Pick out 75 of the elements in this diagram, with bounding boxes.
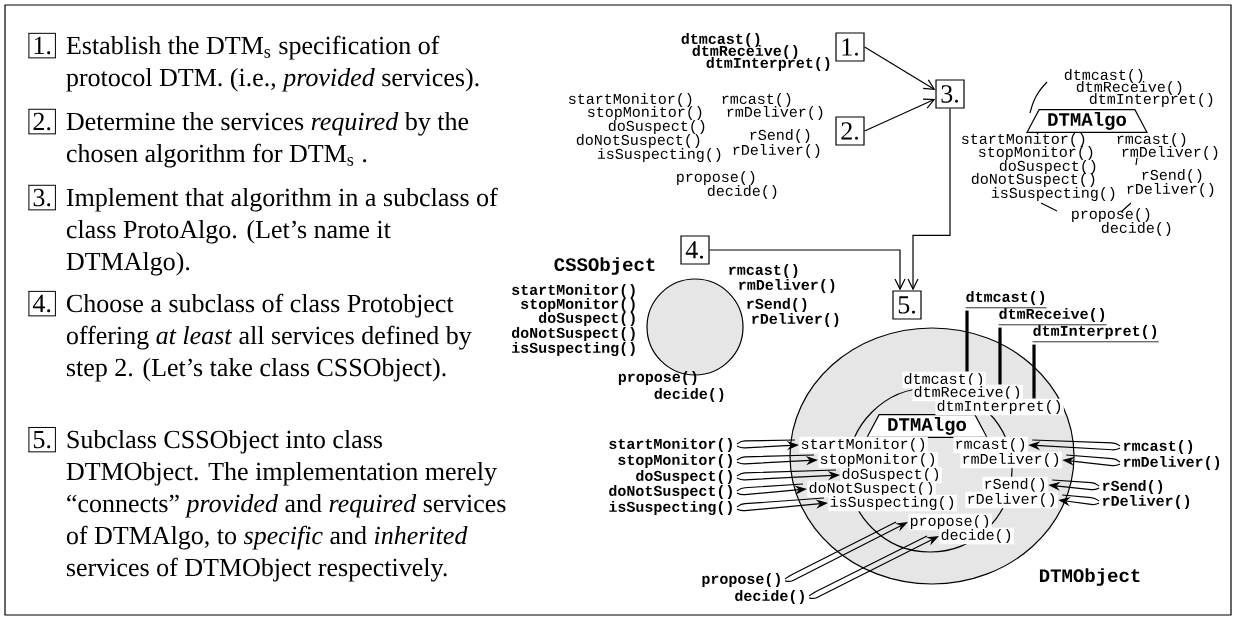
method-name: doSuspect(): [538, 312, 635, 326]
step-number-box: 1.: [835, 32, 865, 62]
class-trapezoid: DTMAlgo: [1026, 109, 1148, 133]
method-name: decide(): [1101, 222, 1171, 236]
method-name: rmcast(): [722, 93, 791, 107]
step-number-box: 2.: [835, 116, 865, 146]
method-name: stopMonitor(): [618, 454, 732, 468]
method-name: doSuspect(): [608, 120, 705, 134]
method-name: startMonitor(): [962, 133, 1085, 147]
method-name: propose(): [1072, 208, 1150, 222]
method-name: decide(): [654, 388, 724, 402]
step-item: 2. Determine the services required by the chosen algorithm for DTM$_{s}$ .: [27, 108, 469, 168]
loop-arrow: [808, 535, 939, 599]
method-name: doSuspect(): [999, 160, 1096, 174]
step-number-box: 4.: [680, 235, 710, 265]
method-name: rSend(): [1103, 480, 1163, 494]
class-name: CSSObject: [554, 257, 655, 275]
step-number-box: 5.: [892, 290, 922, 320]
method-name: stopMonitor(): [588, 106, 702, 120]
method-name: rSend(): [1142, 169, 1202, 183]
step-item: 4. Choose a subclass of class Protobject offering at least all services defined by step 2. (Let’s take class CSSObject).: [27, 290, 472, 382]
loop-arrow: [784, 521, 908, 582]
arrow: [864, 46, 936, 90]
method-name: startMonitor(): [609, 438, 732, 452]
method-name: dtmcast(): [1064, 69, 1143, 83]
step-item: 5. Subclass CSSObject into class DTMObject. The implementation merely “connects” provided and required services of DTMAlgo, to specific and inherited services of DTMObject respectively.: [27, 426, 506, 582]
method-name: dtmInterpret(): [706, 57, 830, 71]
method-name: isSuspecting(): [991, 187, 1115, 201]
method-name: isSuspecting(): [512, 342, 635, 356]
method-name: doNotSuspect(): [511, 327, 635, 341]
method-name: startMonitor(): [569, 93, 692, 107]
method-name: isSuspecting(): [597, 148, 721, 162]
method-name: rmDeliver(): [1122, 146, 1218, 160]
connector-line: [1032, 344, 1036, 399]
method-name: dtmcast(): [965, 291, 1047, 309]
method-name: propose(): [702, 573, 780, 587]
method-name: rDeliver(): [752, 313, 839, 327]
step-item: 1. Establish the DTM$_{s}$ specification of protocol DTM. (i.e., provided services).: [27, 32, 479, 92]
method-name: dtmReceive(): [692, 45, 798, 59]
method-name: rDeliver(): [733, 144, 820, 158]
method-name: stopMonitor(): [979, 146, 1093, 160]
method-name: doNotSuspect(): [609, 485, 732, 499]
method-name: rmDeliver(): [739, 279, 835, 293]
method-name: dtmInterpret(): [1032, 325, 1159, 343]
method-name: rmDeliver(): [1124, 456, 1220, 470]
method-name: rDeliver(): [1127, 183, 1214, 197]
method-name: propose(): [677, 171, 755, 185]
method-name: rSend(): [747, 298, 807, 312]
method-name: dtmInterpret(): [1089, 93, 1213, 107]
method-name: rmcast(): [1124, 440, 1193, 454]
connector-line: [965, 310, 969, 372]
arrow: [907, 108, 951, 291]
method-name: rmcast(): [729, 264, 798, 278]
method-name: propose(): [618, 371, 697, 385]
method-name: rSend(): [750, 129, 810, 143]
method-name: rDeliver(): [1103, 495, 1190, 509]
arrow: [864, 98, 936, 132]
arrow: [709, 249, 906, 291]
step-number-box: 3.: [935, 79, 965, 109]
class-name: DTMObject: [1039, 568, 1140, 586]
method-name: decide(): [735, 590, 804, 604]
method-name: doNotSuspect(): [576, 134, 700, 148]
method-name: rmcast(): [1117, 133, 1186, 147]
method-name: doNotSuspect(): [971, 173, 1095, 187]
step-item: 3. Implement that algorithm in a subclass of class ProtoAlgo. (Let’s name it DTMAlgo).: [27, 184, 498, 276]
method-name: dtmReceive(): [998, 308, 1107, 326]
method-name: decide(): [707, 185, 777, 199]
method-name: dtmReceive(): [1076, 81, 1182, 95]
method-name: startMonitor(): [512, 284, 635, 298]
method-name: doSuspect(): [636, 470, 732, 484]
method-name: dtmcast(): [681, 33, 760, 47]
method-name: stopMonitor(): [521, 298, 635, 312]
method-name: isSuspecting(): [609, 501, 732, 515]
method-name: rmDeliver(): [727, 106, 823, 120]
connector-line: [998, 327, 1002, 385]
